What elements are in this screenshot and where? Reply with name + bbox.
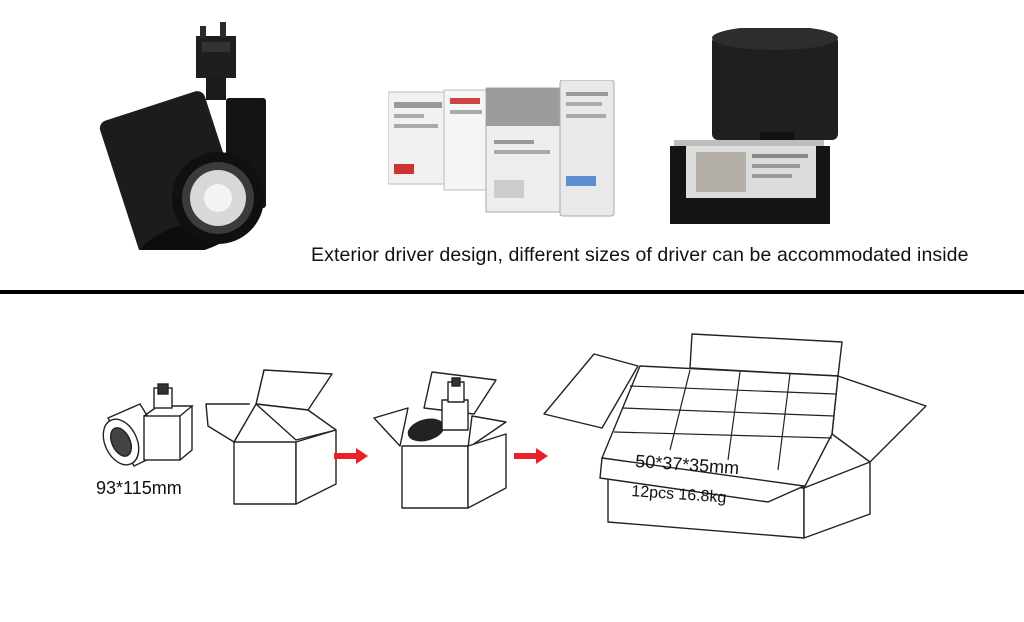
arrow-2-icon — [514, 448, 548, 464]
track-spotlight-image — [99, 22, 266, 250]
single-box-with-product — [373, 371, 507, 509]
product-sketch — [102, 383, 194, 467]
arrow-1-icon — [334, 448, 368, 464]
drivers-image — [388, 80, 615, 217]
section-divider — [0, 290, 1024, 294]
product-size-label: 93*115mm — [96, 478, 182, 498]
single-box-empty — [205, 369, 337, 505]
driver-design-caption: Exterior driver design, different sizes … — [311, 244, 969, 266]
master-carton — [543, 333, 927, 539]
driver-housing-image — [670, 28, 838, 224]
